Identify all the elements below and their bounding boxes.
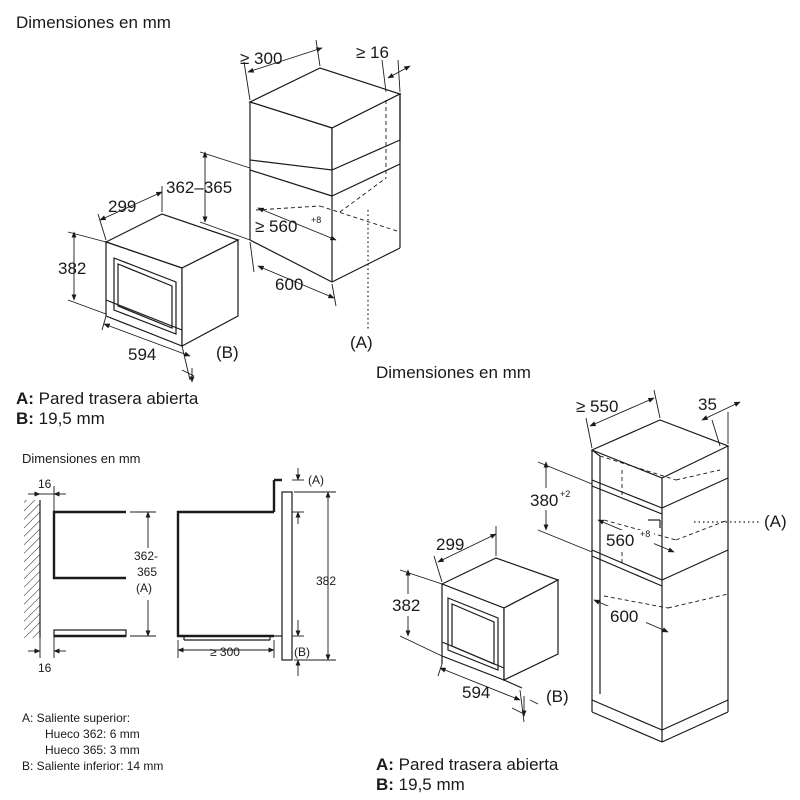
p3-dim-niche-height: 380 <box>530 491 558 510</box>
p2-dim-depth: ≥ 300 <box>210 645 240 659</box>
panel-wall-cabinet: Dimensiones en mm ≥ 300 ≥ 16 <box>16 13 411 428</box>
p2-legend-a-line3: Hueco 365: 3 mm <box>45 743 140 757</box>
p2-dim-niche-height-c: (A) <box>136 581 152 595</box>
p1-dim-niche-width: 600 <box>275 275 303 294</box>
p2-marker-b: (B) <box>294 645 310 659</box>
p1-legend-b: B: 19,5 mm <box>16 409 105 428</box>
p3-dim-unit-depth: 299 <box>436 535 464 554</box>
tall-cabinet-drawing <box>590 419 730 743</box>
panel-tall-cabinet: Dimensiones en mm <box>376 363 787 794</box>
upper-cabinet-drawing <box>248 67 402 283</box>
p3-dim-niche-depth-tol: +8 <box>640 529 650 539</box>
wall-hatch <box>24 500 40 638</box>
p1-marker-b: (B) <box>216 343 239 362</box>
p3-dim-top-depth: ≥ 550 <box>576 397 618 416</box>
p2-legend-a-line1: A: Saliente superior: <box>22 711 130 725</box>
p1-dim-top-depth: ≥ 300 <box>240 49 282 68</box>
p1-dim-unit-depth: 299 <box>108 197 136 216</box>
p2-legend-b: B: Saliente inferior: 14 mm <box>22 759 163 773</box>
panel-side-section: Dimensiones en mm 16 16 362- 365 (A) <box>22 451 336 773</box>
p3-dim-unit-width: 594 <box>462 683 490 702</box>
microwave-unit-drawing-2 <box>440 557 560 689</box>
p2-dim-wall-gap-top: 16 <box>38 477 52 491</box>
panel3-title: Dimensiones en mm <box>376 363 531 382</box>
p3-dim-top-gap: 35 <box>698 395 717 414</box>
p3-dim-niche-height-tol: +2 <box>560 489 570 499</box>
p2-marker-a: (A) <box>308 473 324 487</box>
p2-dim-niche-height-b: 365 <box>137 565 157 579</box>
p2-legend-a-line2: Hueco 362: 6 mm <box>45 727 140 741</box>
p3-dim-unit-height: 382 <box>392 596 420 615</box>
p3-legend-b: B: 19,5 mm <box>376 775 465 794</box>
p1-dim-top-gap: ≥ 16 <box>356 43 389 62</box>
p1-marker-a: (A) <box>350 333 373 352</box>
p1-legend-a: A: Pared trasera abierta <box>16 389 199 408</box>
panel2-title: Dimensiones en mm <box>22 451 141 466</box>
p1-dim-unit-height: 382 <box>58 259 86 278</box>
p1-dim-niche-depth-tol: +8 <box>311 215 321 225</box>
p3-marker-a: (A) <box>764 512 787 531</box>
p1-dim-niche-depth: ≥ 560 <box>255 217 297 236</box>
p2-dim-height: 382 <box>316 574 336 588</box>
p3-dim-niche-width: 600 <box>610 607 638 626</box>
panel1-title: Dimensiones en mm <box>16 13 171 32</box>
microwave-unit-drawing <box>104 213 240 348</box>
p1-dim-unit-width: 594 <box>128 345 156 364</box>
p1-dim-niche-height: 362–365 <box>166 178 232 197</box>
p3-legend-a: A: Pared trasera abierta <box>376 755 559 774</box>
p2-dim-niche-height-a: 362- <box>134 549 158 563</box>
niche-section <box>52 510 127 638</box>
p3-dim-niche-depth: 560 <box>606 531 634 550</box>
p3-marker-b: (B) <box>546 687 569 706</box>
microwave-side-profile <box>176 478 293 661</box>
p2-dim-wall-gap-bottom: 16 <box>38 661 52 675</box>
